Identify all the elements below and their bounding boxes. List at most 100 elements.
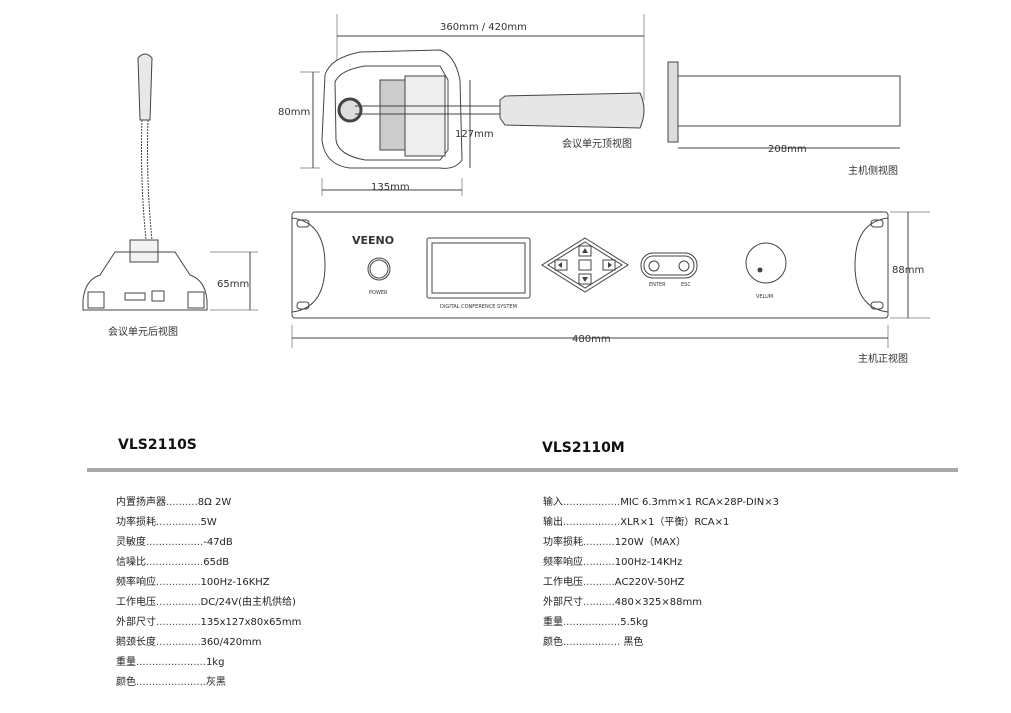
spec-value: 黑色 — [620, 637, 644, 648]
brand-logo: VEENO — [352, 234, 394, 247]
esc-label: ESC — [681, 282, 691, 288]
spec-dots: .............. — [156, 577, 201, 588]
spec-dots: .................. — [563, 497, 621, 508]
spec-row: 功率损耗..............5W — [116, 513, 301, 533]
spec-name: 外部尺寸 — [543, 597, 583, 608]
spec-dots: ...................... — [136, 677, 206, 688]
spec-dots: .......... — [166, 497, 198, 508]
spec-dots: .............. — [156, 637, 201, 648]
spec-name: 功率损耗 — [543, 537, 583, 548]
model-title-vls2110m: VLS2110M — [542, 440, 625, 456]
spec-dots: .................. — [563, 517, 621, 528]
spec-dots: ...................... — [136, 657, 206, 668]
host-side-view — [667, 61, 901, 149]
side-view-label: 主机侧视图 — [848, 164, 898, 177]
spec-row: 颜色.................. 黑色 — [543, 633, 779, 653]
spec-name: 输入 — [543, 497, 563, 508]
front-view-height-dim: 88mm — [892, 265, 924, 276]
spec-value: 5W — [200, 517, 217, 528]
spec-value: 5.5kg — [620, 617, 649, 628]
spec-row: 工作电压..............DC/24V(由主机供给) — [116, 593, 301, 613]
spec-name: 输出 — [543, 517, 563, 528]
spec-list-vls2110m: 输入..................MIC 6.3mm×1 RCA×28P-… — [543, 493, 779, 653]
spec-row: 重量..................5.5kg — [543, 613, 779, 633]
enter-label: ENTER — [649, 282, 666, 288]
model-title-vls2110s: VLS2110S — [118, 437, 197, 453]
section-divider — [87, 468, 958, 472]
spec-name: 重量 — [116, 657, 136, 668]
spec-value: 100Hz-14KHz — [614, 557, 683, 568]
spec-row: 内置扬声器..........8Ω 2W — [116, 493, 301, 513]
spec-dots: .............. — [156, 517, 201, 528]
spec-value: 100Hz-16KHZ — [200, 577, 270, 588]
screen-caption: DIGITAL CONFERENCE SYSTEM — [440, 304, 517, 310]
spec-name: 信噪比 — [116, 557, 146, 568]
spec-name: 内置扬声器 — [116, 497, 166, 508]
spec-value: MIC 6.3mm×1 RCA×28P-DIN×3 — [620, 497, 779, 508]
spec-dots: .............. — [156, 597, 201, 608]
spec-row: 工作电压..........AC220V-50HZ — [543, 573, 779, 593]
spec-row: 输入..................MIC 6.3mm×1 RCA×28P-… — [543, 493, 779, 513]
front-view-label: 主机正视图 — [858, 352, 908, 365]
spec-value: AC220V-50HZ — [614, 577, 685, 588]
top-view-base-dim: 135mm — [371, 182, 410, 193]
spec-value: XLR×1（平衡）RCA×1 — [620, 517, 730, 528]
spec-name: 颜色 — [543, 637, 563, 648]
spec-value: DC/24V(由主机供给) — [200, 597, 296, 608]
spec-value: 灰黑 — [205, 677, 226, 688]
volume-label: VELUM — [756, 294, 773, 300]
power-label: POWER — [369, 290, 388, 296]
spec-name: 工作电压 — [543, 577, 583, 588]
conference-unit-top-view — [300, 14, 645, 196]
spec-dots: .................. — [563, 617, 621, 628]
top-view-label: 会议单元顶视图 — [562, 137, 632, 150]
spec-row: 颜色......................灰黑 — [116, 673, 301, 693]
spec-row: 功率损耗..........120W（MAX） — [543, 533, 779, 553]
spec-row: 外部尺寸..............135x127x80x65mm — [116, 613, 301, 633]
spec-dots: .......... — [583, 557, 615, 568]
front-view-width-dim: 480mm — [572, 334, 611, 345]
spec-value: 360/420mm — [200, 637, 262, 648]
rear-view-dim: 65mm — [217, 279, 249, 290]
spec-row: 重量......................1kg — [116, 653, 301, 673]
spec-name: 工作电压 — [116, 597, 156, 608]
spec-name: 重量 — [543, 617, 563, 628]
spec-value: 65dB — [203, 557, 230, 568]
spec-dots: .................. — [146, 537, 204, 548]
spec-row: 频率响应..........100Hz-14KHz — [543, 553, 779, 573]
spec-row: 频率响应..............100Hz-16KHZ — [116, 573, 301, 593]
spec-name: 功率损耗 — [116, 517, 156, 528]
spec-value: 1kg — [205, 657, 225, 668]
rear-view-label: 会议单元后视图 — [108, 325, 178, 338]
spec-name: 颜色 — [116, 677, 136, 688]
spec-dots: .......... — [583, 537, 615, 548]
spec-dots: .............. — [156, 617, 201, 628]
spec-dots: .................. — [563, 637, 621, 648]
spec-name: 外部尺寸 — [116, 617, 156, 628]
host-front-view — [291, 211, 930, 348]
top-view-height-dim: 80mm — [278, 107, 310, 118]
spec-name: 频率响应 — [116, 577, 156, 588]
spec-row: 输出..................XLR×1（平衡）RCA×1 — [543, 513, 779, 533]
spec-value: 8Ω 2W — [197, 497, 232, 508]
spec-value: 120W（MAX） — [614, 537, 687, 548]
technical-drawings: 360mm / 420mm 80mm 127mm 135mm 会议单元顶视图 2… — [82, 14, 930, 365]
side-view-dim: 208mm — [768, 144, 807, 155]
spec-row: 灵敏度..................-47dB — [116, 533, 301, 553]
top-view-depth-dim: 127mm — [455, 129, 494, 140]
spec-row: 信噪比..................65dB — [116, 553, 301, 573]
top-view-width-dim: 360mm / 420mm — [440, 22, 527, 33]
spec-value: 480×325×88mm — [614, 597, 702, 608]
conference-unit-rear-view — [82, 53, 258, 311]
spec-name: 灵敏度 — [116, 537, 146, 548]
spec-row: 鹅颈长度..............360/420mm — [116, 633, 301, 653]
spec-value: -47dB — [203, 537, 233, 548]
spec-name: 频率响应 — [543, 557, 583, 568]
spec-value: 135x127x80x65mm — [200, 617, 302, 628]
spec-name: 鹅颈长度 — [116, 637, 156, 648]
spec-dots: .......... — [583, 597, 615, 608]
spec-dots: .......... — [583, 577, 615, 588]
spec-dots: .................. — [146, 557, 204, 568]
spec-row: 外部尺寸..........480×325×88mm — [543, 593, 779, 613]
